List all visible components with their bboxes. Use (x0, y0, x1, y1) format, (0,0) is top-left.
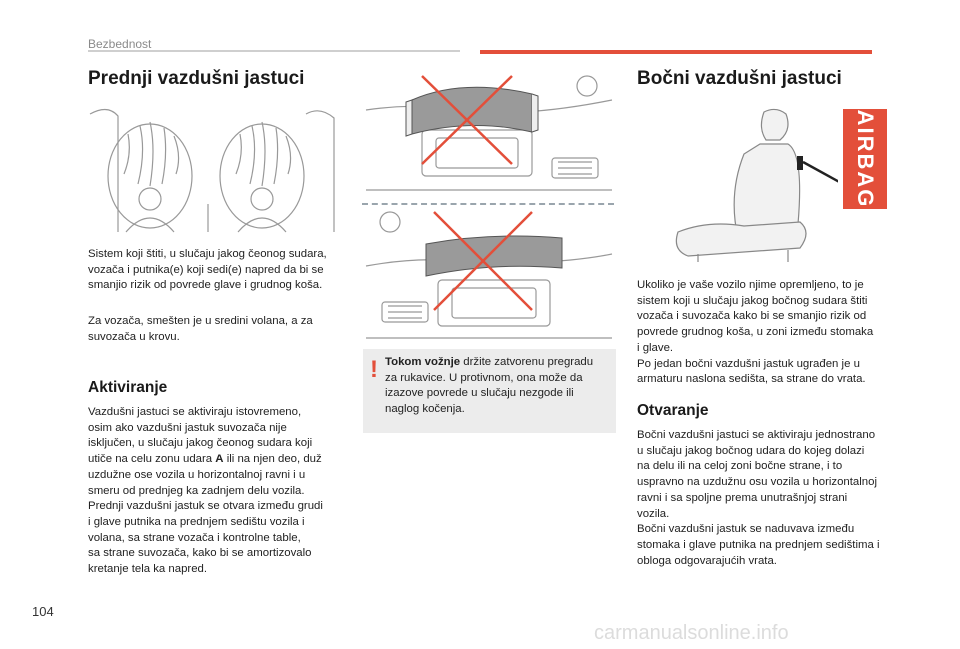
side-airbags-paragraph: Ukoliko je vaše vozilo njime opremljeno,… (637, 279, 874, 386)
front-airbags-paragraph-1: Sistem koji štiti, u slučaju jakog čeono… (88, 248, 327, 292)
front-airbag-illustration (89, 108, 335, 233)
warning-body-text: držite zatvorenu pregradu za rukavice. U… (385, 356, 594, 416)
warning-bold-text: Tokom vožnje (385, 356, 461, 368)
airbag-label-text: AIRBAG (853, 109, 878, 209)
airbag-label: AIRBAG (843, 109, 887, 209)
glovebox-illustration-bottom (365, 211, 613, 339)
page-number: 104 (32, 604, 54, 619)
header-rule-grey (88, 50, 460, 52)
activation-subtitle: Aktiviranje (88, 379, 168, 396)
activation-paragraph: Vazdušni jastuci se aktiviraju istovreme… (88, 405, 350, 578)
warning-text: Tokom vožnje držite zatvorenu pregradu z… (385, 355, 607, 418)
activation-text-start: Vazdušni jastuci se aktiviraju istovreme… (88, 406, 313, 466)
front-airbags-title: Prednji vazdušni jastuci (88, 68, 305, 89)
watermark: carmanualsonline.info (594, 622, 789, 644)
header-rule-red (480, 50, 872, 54)
zone-a-label: A (215, 453, 224, 466)
section-label: Bezbednost (88, 37, 152, 51)
warning-box: ! Tokom vožnje držite zatvorenu pregradu… (363, 349, 616, 433)
side-airbags-title: Bočni vazdušni jastuci (637, 68, 842, 89)
glovebox-illustration-top (365, 75, 613, 191)
seat-illustration (675, 108, 838, 262)
deployment-paragraph: Bočni vazdušni jastuci se aktiviraju jed… (637, 429, 880, 567)
front-airbags-paragraph-2: Za vozača, smešten je u sredini volana, … (88, 315, 313, 343)
illustration-divider (362, 203, 614, 205)
warning-exclamation-icon: ! (370, 356, 378, 383)
activation-text-rest: ili na njen deo, duž uzdužne ose vozila … (88, 453, 323, 576)
deployment-subtitle: Otvaranje (637, 402, 709, 419)
